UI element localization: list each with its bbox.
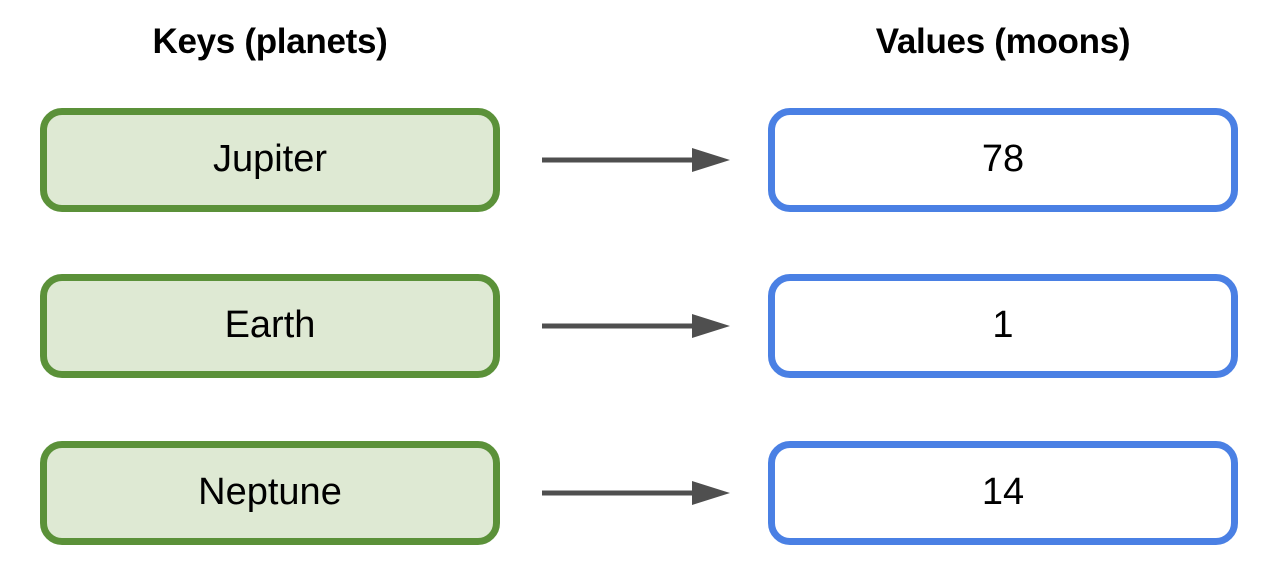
key-label: Earth xyxy=(224,304,316,346)
value-label: 78 xyxy=(981,138,1025,180)
value-box-neptune[interactable]: 14 xyxy=(768,441,1238,545)
mapping-row: Neptune 14 xyxy=(0,441,1288,545)
value-label: 14 xyxy=(981,471,1025,513)
arrow-right-icon xyxy=(540,312,732,340)
mapping-row: Jupiter 78 xyxy=(0,108,1288,212)
arrow-right-icon xyxy=(540,146,732,174)
key-label: Jupiter xyxy=(212,138,328,180)
key-box-jupiter[interactable]: Jupiter xyxy=(40,108,500,212)
key-box-earth[interactable]: Earth xyxy=(40,274,500,378)
value-box-jupiter[interactable]: 78 xyxy=(768,108,1238,212)
key-label: Neptune xyxy=(198,471,342,513)
value-box-earth[interactable]: 1 xyxy=(768,274,1238,378)
key-box-neptune[interactable]: Neptune xyxy=(40,441,500,545)
mapping-row: Earth 1 xyxy=(0,274,1288,378)
value-label: 1 xyxy=(992,304,1014,346)
arrow-right-icon xyxy=(540,479,732,507)
keys-column-heading: Keys (planets) xyxy=(152,22,388,61)
values-column-heading: Values (moons) xyxy=(875,22,1131,61)
